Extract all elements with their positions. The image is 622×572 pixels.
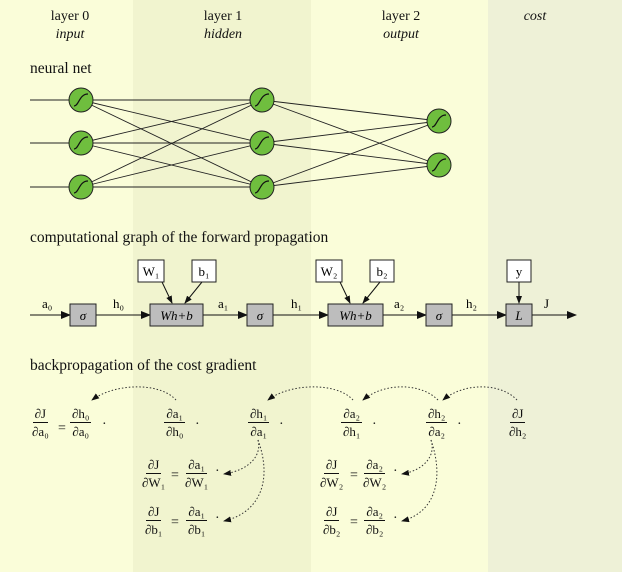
- cost-header: cost: [495, 8, 575, 26]
- W1-node: W₁: [137, 259, 165, 283]
- frac-dJ-da0: ∂J ∂a₀: [32, 406, 49, 439]
- dot: ·: [102, 417, 107, 432]
- affine-node-2: Wh+b: [327, 303, 384, 327]
- frac-da1-dh0: ∂a₁ ∂h₀: [164, 406, 186, 439]
- y-node: y: [506, 259, 532, 283]
- frac-dJ-dW1: ∂J ∂W₁: [142, 457, 166, 490]
- dot: ·: [393, 511, 398, 526]
- sigma-node-1: σ: [246, 303, 274, 327]
- h0-label: h₀: [113, 296, 124, 311]
- h1-label: h₁: [291, 296, 302, 311]
- dot: ·: [457, 417, 462, 432]
- dot: ·: [195, 417, 200, 432]
- input-neuron-3-icon: [68, 174, 94, 200]
- hidden-neuron-3-icon: [249, 174, 275, 200]
- loss-node: L: [505, 303, 533, 327]
- equals-sign: =: [171, 515, 179, 530]
- layer1-band: [133, 0, 311, 572]
- frac-dJ-dW2: ∂J ∂W₂: [320, 457, 344, 490]
- equals-sign: =: [350, 515, 358, 530]
- neural-net-nodes: [68, 87, 452, 200]
- equals-sign: =: [58, 421, 66, 436]
- layer2-subtitle: output: [383, 27, 419, 42]
- backprop-title: backpropagation of the cost gradient: [30, 357, 257, 374]
- b2-node: b₂: [369, 259, 395, 283]
- frac-dh1-da1: ∂h₁ ∂a₁: [248, 406, 270, 439]
- layer1-subtitle: hidden: [203, 27, 243, 42]
- a1-label: a₁: [218, 296, 228, 311]
- hidden-neuron-2-icon: [249, 130, 275, 156]
- svg-text:Wh+b: Wh+b: [339, 308, 372, 323]
- a2-label: a₂: [394, 296, 404, 311]
- layer0-subtitle: input: [55, 27, 85, 42]
- h2-label: h₂: [466, 296, 477, 311]
- svg-text:b₁: b₁: [198, 264, 209, 279]
- equals-sign: =: [350, 468, 358, 483]
- output-neuron-1-icon: [426, 108, 452, 134]
- svg-text:σ: σ: [436, 308, 443, 323]
- frac-da1-db1: ∂a₁ ∂b₁: [186, 504, 208, 537]
- sigma-node-0: σ: [69, 303, 97, 327]
- cost-band: [488, 0, 622, 572]
- svg-text:y: y: [516, 264, 523, 279]
- hidden-neuron-1-icon: [249, 87, 275, 113]
- dot: ·: [279, 417, 284, 432]
- a0-label: a₀: [42, 296, 52, 311]
- affine-node-1: Wh+b: [149, 303, 204, 327]
- svg-text:Wh+b: Wh+b: [160, 308, 193, 323]
- layer2-header: layer 2 output: [361, 8, 441, 44]
- frac-dJ-db1: ∂J ∂b₁: [145, 504, 163, 537]
- input-neuron-2-icon: [68, 130, 94, 156]
- neural-net-title: neural net: [30, 60, 92, 77]
- W2-node: W₂: [315, 259, 343, 283]
- frac-dh2-da2: ∂h₂ ∂a₂: [426, 406, 448, 439]
- svg-text:σ: σ: [80, 308, 87, 323]
- dot: ·: [372, 417, 377, 432]
- layer1-header: layer 1 hidden: [183, 8, 263, 44]
- frac-da1-dW1: ∂a₁ ∂W₁: [185, 457, 209, 490]
- frac-dJ-db2: ∂J ∂b₂: [323, 504, 341, 537]
- equals-sign: =: [171, 468, 179, 483]
- dot: ·: [215, 464, 220, 479]
- backprop-arrows: [91, 386, 518, 523]
- J-label: J: [544, 296, 549, 311]
- frac-da2-db2: ∂a₂ ∂b₂: [364, 504, 386, 537]
- layer2-band: [311, 0, 488, 572]
- frac-dJ-dh2: ∂J ∂h₂: [509, 406, 527, 439]
- frac-da2-dW2: ∂a₂ ∂W₂: [363, 457, 387, 490]
- output-neuron-2-icon: [426, 152, 452, 178]
- layer0-title: layer 0: [50, 9, 90, 24]
- dot: ·: [393, 464, 398, 479]
- layer0-header: layer 0 input: [30, 8, 110, 44]
- frac-da2-dh1: ∂a₂ ∂h₁: [341, 406, 363, 439]
- layer2-title: layer 2: [381, 9, 421, 24]
- layer0-band: [0, 0, 133, 572]
- sigma-node-2: σ: [425, 303, 453, 327]
- b1-node: b₁: [191, 259, 217, 283]
- forward-graph: a₀ h₀ a₁ h₁ a₂ h₂ J σ σ σ Wh+b Wh+b: [30, 259, 577, 327]
- svg-text:b₂: b₂: [376, 264, 387, 279]
- svg-text:σ: σ: [257, 308, 264, 323]
- input-neuron-1-icon: [68, 87, 94, 113]
- svg-text:W₂: W₂: [321, 264, 338, 279]
- frac-dh0-da0: ∂h₀ ∂a₀: [70, 406, 92, 439]
- dot: ·: [215, 511, 220, 526]
- svg-text:L: L: [514, 308, 522, 323]
- cost-subtitle: cost: [523, 9, 547, 24]
- forward-graph-title: computational graph of the forward propa…: [30, 229, 329, 246]
- layer1-title: layer 1: [203, 9, 243, 24]
- svg-text:W₁: W₁: [143, 264, 160, 279]
